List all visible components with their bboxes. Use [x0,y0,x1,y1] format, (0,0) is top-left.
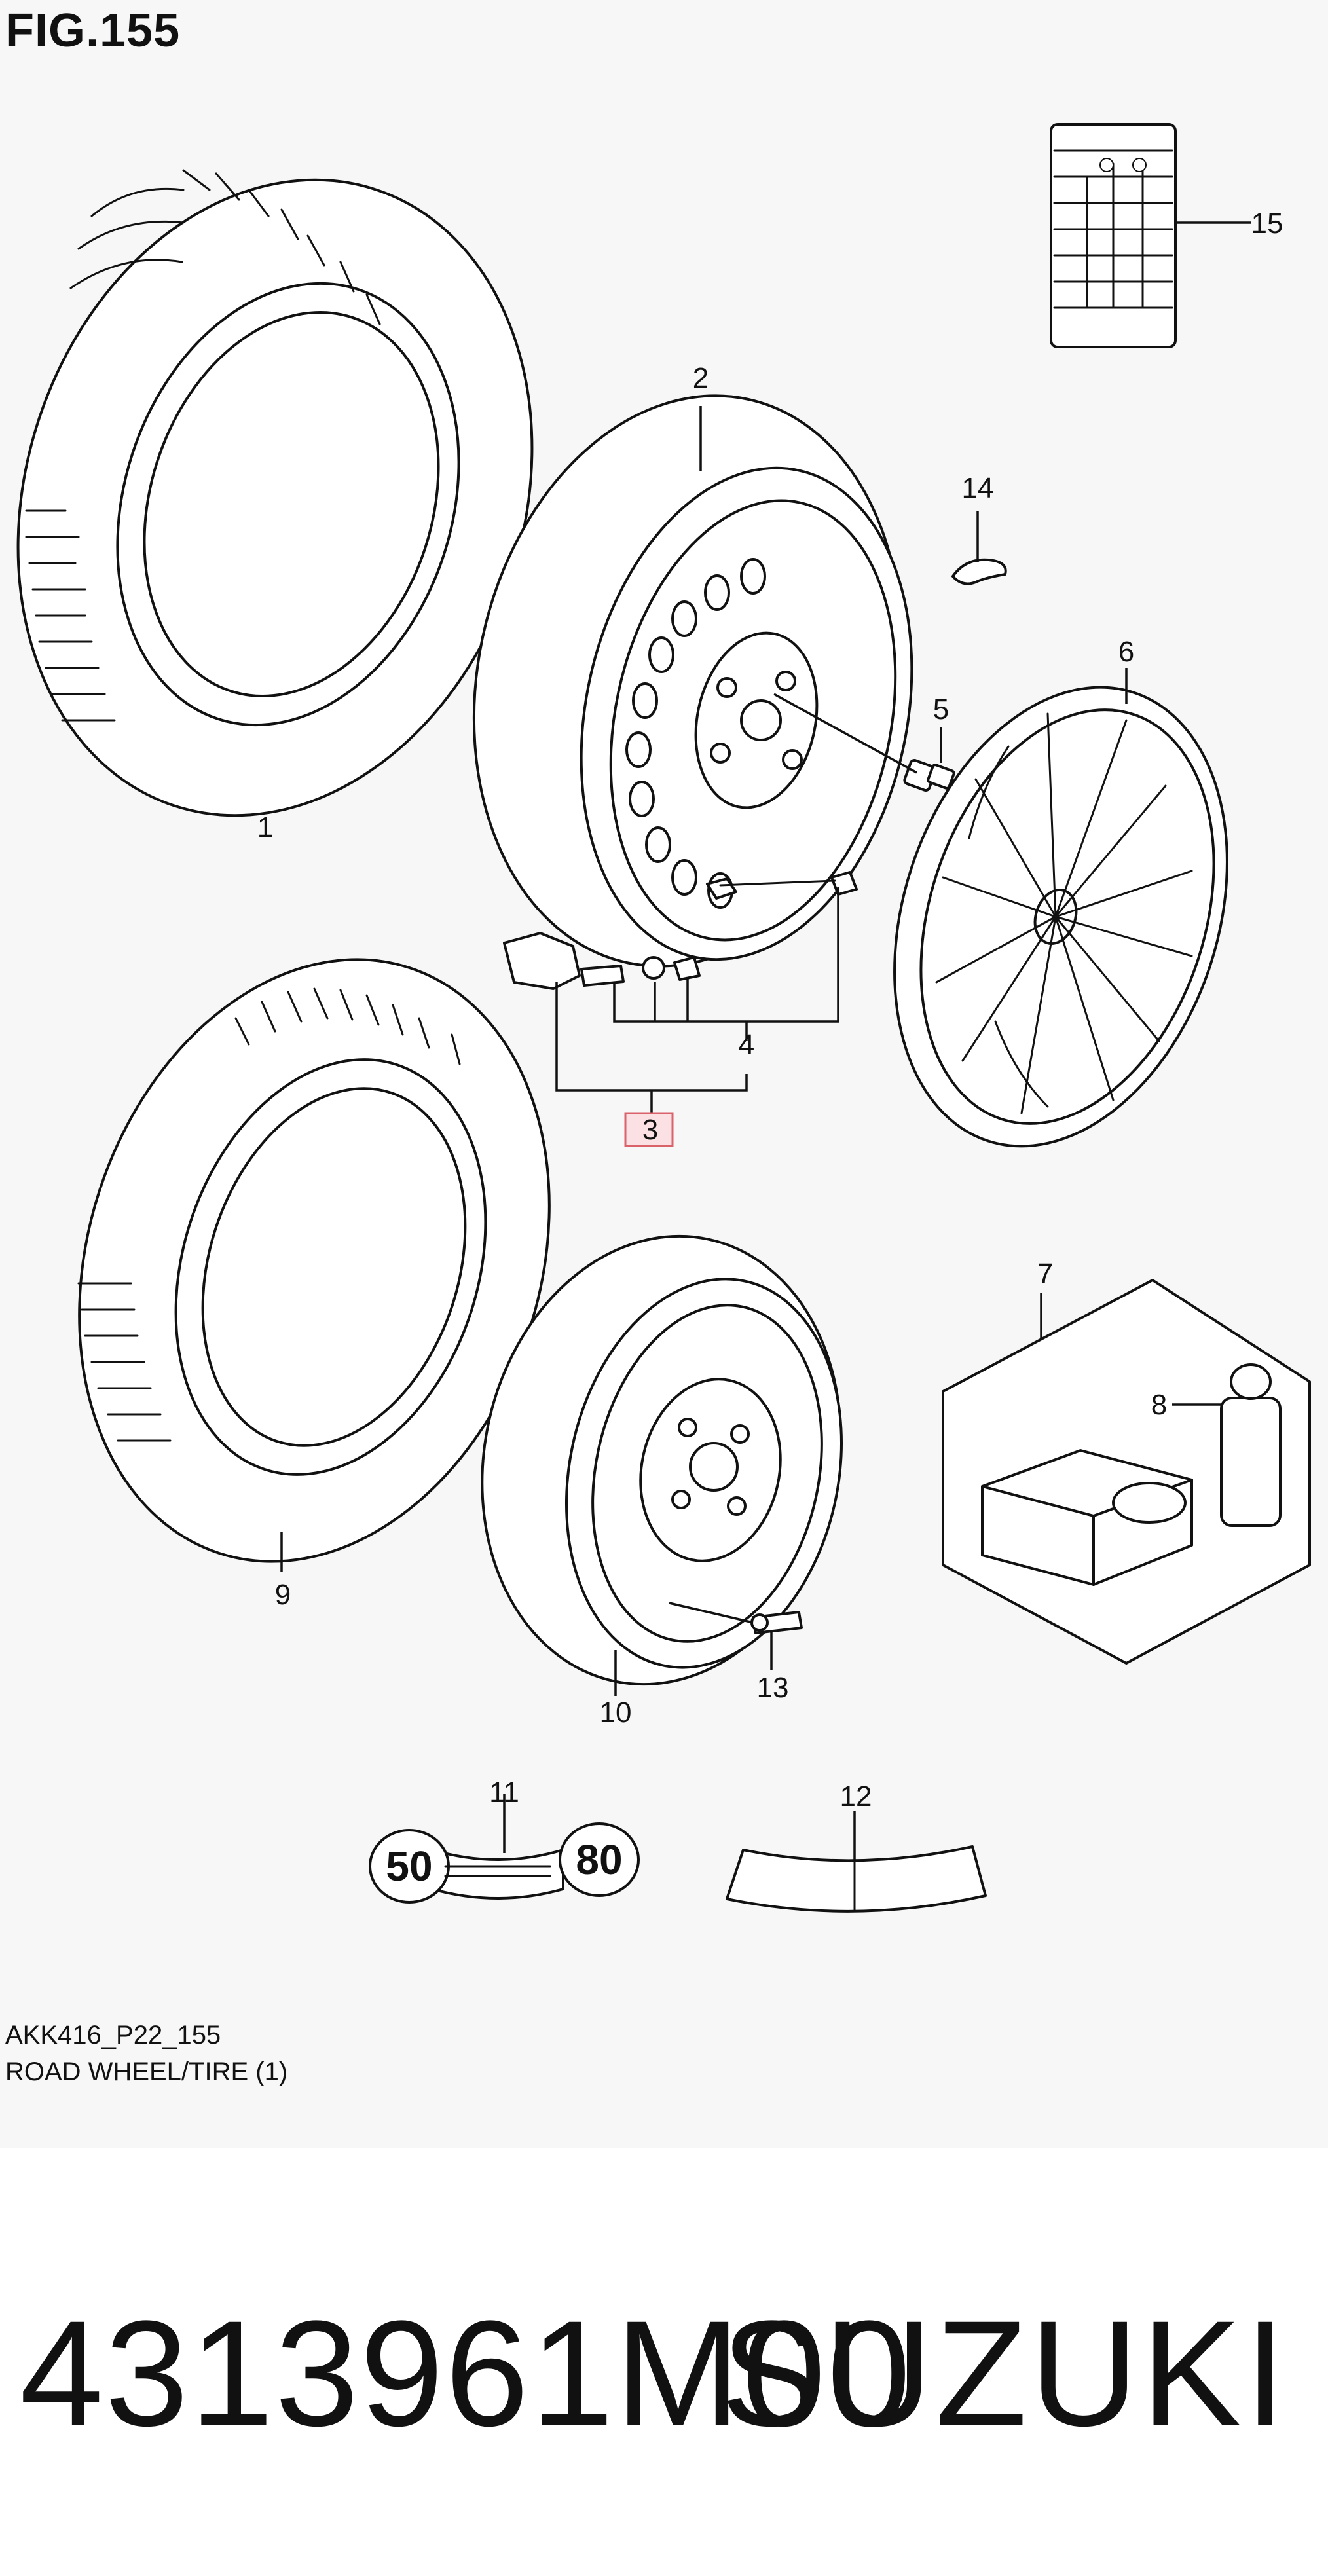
callout-12[interactable]: 12 [840,1780,872,1812]
callout-13[interactable]: 13 [757,1672,789,1704]
callout-15[interactable]: 15 [1251,208,1283,240]
brand-name: SUZUKI [720,2289,1289,2457]
exploded-parts-diagram: 50 80 1 2 3 4 5 6 7 8 9 10 11 12 13 14 1… [16,123,1311,1913]
callout-8[interactable]: 8 [1151,1389,1167,1421]
figure-caption: ROAD WHEEL/TIRE (1) [5,2057,288,2086]
callout-5[interactable]: 5 [933,693,949,726]
spare-tire-drawing [77,958,551,1572]
spare-wheel-drawing [481,1234,843,1696]
tpms-sensor-assembly-drawing [503,871,858,1113]
balance-weight-drawing [951,511,1007,585]
callout-10[interactable]: 10 [600,1697,632,1729]
label-strip-drawing [726,1811,987,1913]
speed-label-drawing [369,1794,640,1904]
part-number: 4313961M00 [20,2289,912,2457]
callout-7[interactable]: 7 [1037,1258,1053,1290]
steel-wheel-drawing [472,394,913,968]
document-code: AKK416_P22_155 [5,2021,221,2050]
wheel-cover-drawing [893,668,1228,1148]
wheel-bolt-drawing [773,693,955,792]
callout-3-highlight [624,1112,674,1147]
callout-2[interactable]: 2 [693,362,709,394]
callout-1[interactable]: 1 [257,811,273,843]
callout-3[interactable]: 3 [642,1114,658,1146]
callout-9[interactable]: 9 [275,1579,291,1611]
callout-6[interactable]: 6 [1118,636,1134,668]
callout-11[interactable]: 11 [489,1776,519,1809]
speed-label-left-value: 50 [386,1843,432,1890]
callout-4[interactable]: 4 [739,1029,754,1061]
speed-label-right-value: 80 [576,1836,622,1883]
tire-pressure-placard-drawing [1050,123,1251,348]
tire-repair-kit-drawing [942,1279,1311,1665]
callout-14[interactable]: 14 [962,472,994,504]
tire-drawing [16,169,534,817]
figure-title: FIG.155 [5,5,181,57]
valve-stem-drawing [669,1602,803,1670]
